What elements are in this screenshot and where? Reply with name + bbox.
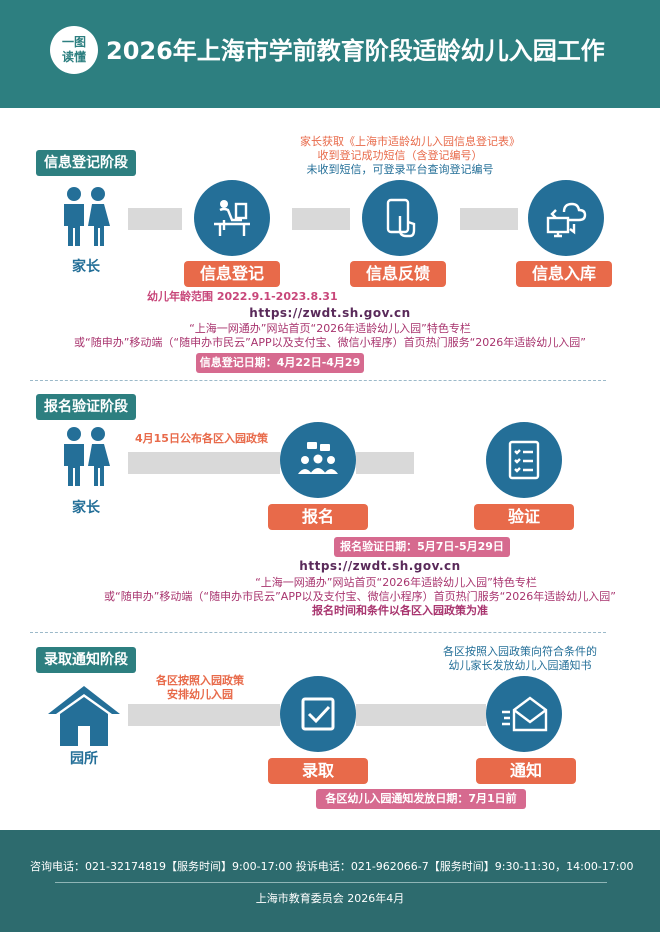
registration-date-badge: 信息登记日期：4月22日-4月29日 (196, 353, 364, 389)
checklist-icon (486, 422, 562, 498)
issuer-date: 上海市教育委员会 2026年4月 (255, 892, 405, 905)
arrow-bar (128, 452, 280, 474)
one-picture-badge: 一图 读懂 (50, 26, 98, 74)
step-admit: 录取 (268, 758, 368, 784)
step-info-registration: 信息登记 (184, 261, 280, 287)
stage1-note-query: 未收到短信，可登录平台查询登记编号 (306, 163, 494, 176)
desk-user-icon (194, 180, 270, 256)
checkbox-admit-icon (280, 676, 356, 752)
footer-divider (55, 882, 607, 883)
placement-note-line2: 安排幼儿入园 (167, 688, 233, 701)
channel-website: “上海一网通办”网站首页“2026年适龄幼儿入园”特色专栏 (255, 576, 537, 589)
contact-hotlines: 咨询电话：021-32174819【服务时间】9:00-17:00 投诉电话：0… (30, 860, 634, 873)
step-info-feedback: 信息反馈 (350, 261, 446, 287)
stage-divider (30, 632, 606, 633)
channel-mobile: 或“随申办”移动端（“随申办市民云”APP以及支付宝、微信小程序）首页热门服务“… (104, 590, 616, 603)
actor-label-parent: 家长 (72, 500, 100, 516)
arrow-bar (356, 452, 414, 474)
phone-tap-icon (362, 180, 438, 256)
arrow-bar (356, 704, 486, 726)
arrow-bar (128, 704, 280, 726)
group-chat-icon (280, 422, 356, 498)
step-enroll: 报名 (268, 504, 368, 530)
stage1-note-form: 家长获取《上海市适龄幼儿入园信息登记表》 (300, 135, 520, 148)
parents-icon (58, 426, 114, 486)
stage-label-admission: 录取通知阶段 (36, 647, 136, 673)
arrow-bar (128, 208, 182, 230)
step-info-storage: 信息入库 (516, 261, 612, 287)
cloud-computer-icon (528, 180, 604, 256)
step-notify: 通知 (476, 758, 576, 784)
badge-line1: 一图 (61, 35, 86, 49)
enrollment-condition-note: 报名时间和条件以各区入园政策为准 (312, 604, 488, 617)
step-verify: 验证 (474, 504, 574, 530)
actor-label-kindergarten: 园所 (70, 751, 98, 767)
parents-icon (58, 186, 114, 246)
stage-label-enrollment: 报名验证阶段 (36, 394, 136, 420)
channel-mobile: 或“随申办”移动端（“随申办市民云”APP以及支付宝、微信小程序）首页热门服务“… (74, 336, 586, 349)
badge-line2: 读懂 (61, 50, 86, 64)
notice-note-line1: 各区按照入园政策向符合条件的 (443, 645, 597, 658)
header-banner (0, 0, 660, 108)
actor-label-parent: 家长 (72, 259, 100, 275)
policy-release-note: 4月15日公布各区入园政策 (135, 432, 268, 445)
channel-website: “上海一网通办”网站首页“2026年适龄幼儿入园”特色专栏 (189, 322, 471, 335)
arrow-bar (460, 208, 518, 230)
age-range-note: 幼儿年龄范围 2022.9.1-2023.8.31 (147, 290, 338, 303)
placement-note-line1: 各区按照入园政策 (156, 674, 244, 687)
website-url[interactable]: https://zwdt.sh.gov.cn (249, 306, 411, 320)
stage-label-registration: 信息登记阶段 (36, 150, 136, 176)
page-title: 2026年上海市学前教育阶段适龄幼儿入园工作 (106, 37, 605, 65)
arrow-bar (292, 208, 350, 230)
website-url[interactable]: https://zwdt.sh.gov.cn (299, 559, 461, 573)
notice-note-line2: 幼儿家长发放幼儿入园通知书 (448, 659, 592, 672)
kindergarten-house-icon (46, 684, 122, 748)
mail-envelope-icon (486, 676, 562, 752)
notice-date-badge: 各区幼儿入园通知发放日期：7月1日前 (316, 789, 526, 809)
stage-divider (30, 380, 606, 381)
enrollment-date-badge: 报名验证日期：5月7日-5月29日 (334, 537, 510, 557)
stage1-note-sms: 收到登记成功短信（含登记编号） (317, 149, 483, 162)
footer-banner (0, 830, 660, 932)
